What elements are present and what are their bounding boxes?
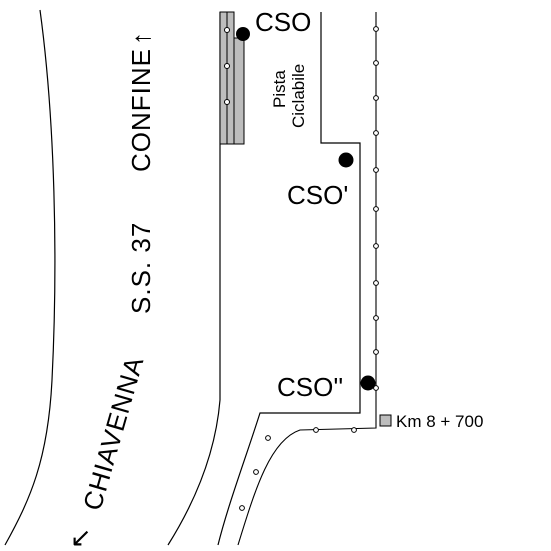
chiavenna-arrow: ↙ <box>70 522 93 551</box>
km-label: Km 8 + 700 <box>396 412 483 431</box>
railway-line <box>237 12 377 546</box>
km-marker-box <box>379 414 392 427</box>
cso-double-prime-point <box>360 375 376 391</box>
cso-label: CSO <box>255 7 311 37</box>
bike-path-label-1: Pista <box>270 70 289 108</box>
bike-path-label-2: Ciclabile <box>289 64 308 128</box>
road-edge-right <box>167 12 221 546</box>
road-edge-left <box>4 9 56 546</box>
cso-prime-point <box>338 152 354 168</box>
cso-double-prime-label: CSO'' <box>277 372 343 402</box>
confine-label: CONFINE <box>126 48 156 172</box>
confine-arrow: ↑ <box>126 31 156 45</box>
road-label: S.S. 37 <box>126 222 156 314</box>
railway-markers <box>239 26 379 511</box>
cso-point <box>236 27 250 41</box>
grey-block <box>219 11 245 145</box>
bike-path-outline <box>217 12 361 546</box>
chiavenna-label: CHIAVENNA <box>77 353 150 514</box>
cso-prime-label: CSO' <box>287 180 348 210</box>
